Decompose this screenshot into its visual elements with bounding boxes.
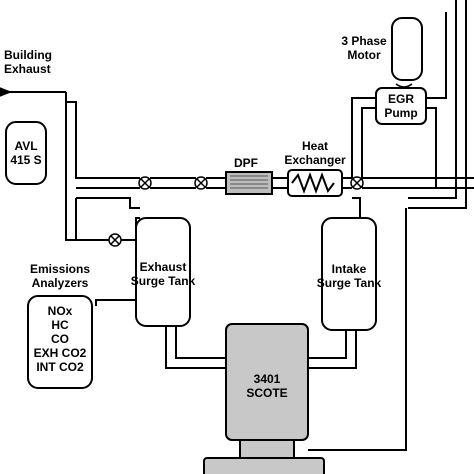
intake-surge-tank-label: Intake Surge Tank	[316, 262, 382, 290]
dpf-box	[225, 171, 273, 195]
pipe-network	[0, 0, 474, 451]
engine-to-intake	[308, 330, 347, 359]
dpf-label: DPF	[234, 156, 258, 170]
exhaust-surge-tank-label: Exhaust Surge Tank	[130, 260, 196, 288]
exhaust-stack-line-inner	[66, 101, 140, 179]
intake-surge-tank	[321, 217, 377, 331]
egr-loop-inner	[361, 107, 376, 188]
egr-out-a	[426, 12, 447, 99]
egr-pump-label: EGR Pump	[384, 92, 418, 120]
coil-icon	[291, 172, 335, 194]
avl-box	[5, 121, 47, 185]
dyno-base	[203, 457, 325, 474]
avl-label: AVL 415 S	[10, 139, 42, 167]
emissions-analyzers-label: Emissions Analyzers	[29, 262, 91, 290]
filter-icon	[230, 175, 268, 189]
motor-label: 3 Phase Motor	[341, 34, 387, 62]
exhaust-surge-tank	[135, 217, 191, 327]
building-exhaust-label: Building Exhaust	[4, 48, 52, 76]
exhaust-stack-line-outer	[65, 92, 110, 241]
valve-icon	[108, 176, 364, 247]
egr-out-b	[426, 107, 437, 188]
egr-pump-box	[375, 87, 427, 125]
engine-label: 3401 SCOTE	[246, 372, 288, 400]
rotation-arrow-icon	[395, 83, 413, 88]
egr-loop-outer	[351, 97, 376, 178]
analyzers-box	[27, 295, 93, 389]
analyzer-list: NOx HC CO EXH CO2 INT CO2	[33, 304, 87, 374]
heat-exchanger-label: Heat Exchanger	[284, 139, 346, 167]
exhaust-to-engine	[175, 326, 226, 359]
motor-box	[391, 17, 423, 81]
